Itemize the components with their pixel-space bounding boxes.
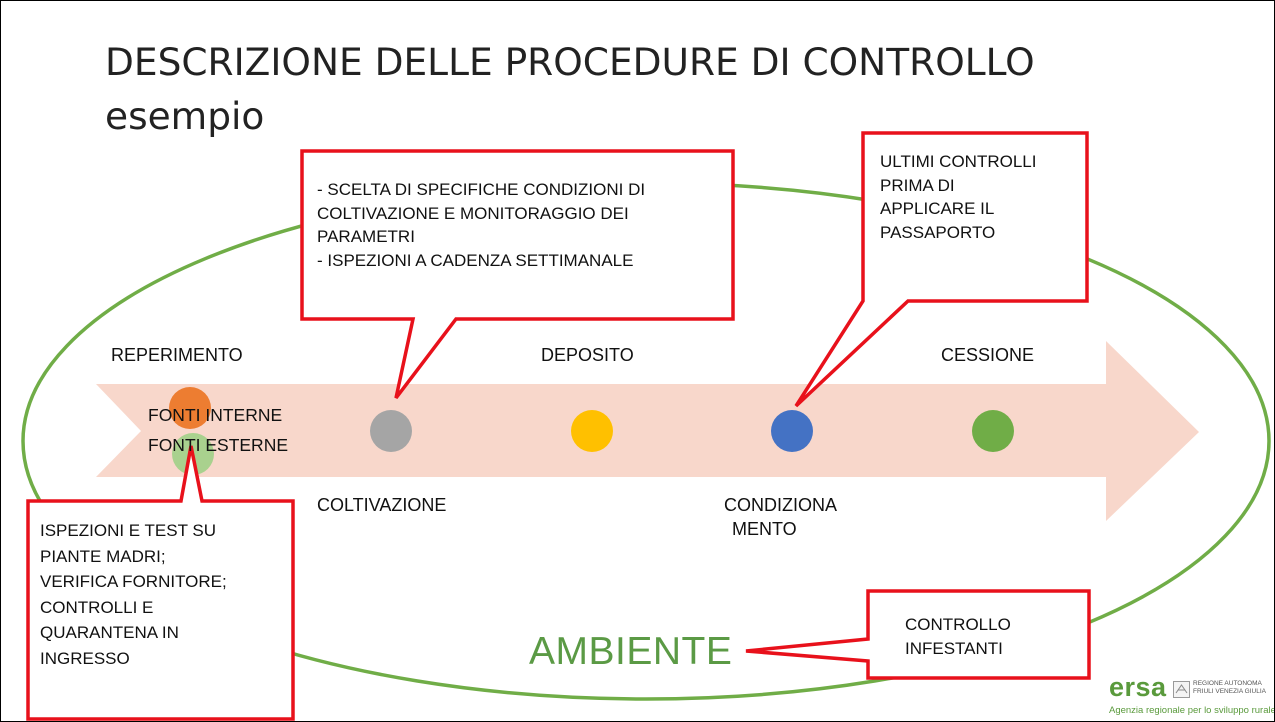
- title-line-1: DESCRIZIONE DELLE PROCEDURE DI CONTROLLO: [105, 40, 1035, 84]
- callout-weeds-box: [745, 589, 1091, 680]
- stage-label-reperimento: REPERIMENTO: [111, 345, 243, 365]
- label-internal-sources: FONTI INTERNE: [148, 405, 283, 425]
- callout-sourcing-line-5: QUARANTENA IN: [40, 623, 179, 642]
- label-external-sources: FONTI ESTERNE: [148, 435, 289, 455]
- logo-wordmark: ersa: [1109, 672, 1167, 702]
- stage-label-cessione: CESSIONE: [941, 345, 1035, 365]
- callout-cultivation-line-2: COLTIVAZIONE E MONITORAGGIO DEI: [317, 203, 629, 223]
- callout-weeds-line-2: INFESTANTI: [905, 638, 1003, 658]
- callout-sourcing-line-3: VERIFICA FORNITORE;: [40, 572, 227, 591]
- callout-sourcing-text: ISPEZIONI E TEST SU PIANTE MADRI; VERIFI…: [40, 518, 227, 671]
- region-emblem-icon: [1173, 681, 1190, 698]
- ersa-logo: ersa REGIONE AUTONOMA FRIULI VENEZIA GIU…: [1109, 672, 1274, 721]
- callout-weeds-text: CONTROLLO INFESTANTI: [905, 613, 1011, 660]
- dot-storage: [571, 410, 613, 452]
- callout-cultivation-line-3: PARAMETRI: [317, 227, 415, 246]
- callout-cultivation-line-4: - ISPEZIONI A CADENZA SETTIMANALE: [317, 250, 634, 270]
- stage-label-condizionamento-line-1: CONDIZIONA: [724, 495, 838, 515]
- dot-transfer: [972, 410, 1014, 452]
- callout-sourcing-line-6: INGRESSO: [40, 648, 130, 668]
- callout-final-checks-line-1: ULTIMI CONTROLLI: [880, 152, 1037, 171]
- callout-sourcing-line-1: ISPEZIONI E TEST SU: [40, 521, 217, 540]
- callout-final-checks-box: [794, 131, 1089, 408]
- stage-label-condizionamento-line-2: MENTO: [732, 519, 797, 539]
- callout-cultivation-text: - SCELTA DI SPECIFICHE CONDIZIONI DI COL…: [317, 178, 645, 272]
- logo-region-line-1: REGIONE AUTONOMA: [1193, 680, 1262, 687]
- callout-sourcing-box: [26, 445, 295, 721]
- title-line-2: esempio: [105, 94, 265, 138]
- stage-label-coltivazione: COLTIVAZIONE: [317, 495, 447, 515]
- process-arrow: [96, 341, 1199, 521]
- callout-final-checks-line-3: APPLICARE IL: [880, 199, 995, 218]
- environment-label: AMBIENTE: [529, 630, 733, 673]
- stage-label-condizionamento: CONDIZIONA MENTO: [724, 493, 837, 541]
- dot-internal-sources: [169, 387, 211, 429]
- callout-sourcing-line-4: CONTROLLI E: [40, 597, 154, 617]
- callout-cultivation-line-1: - SCELTA DI SPECIFICHE CONDIZIONI DI: [317, 180, 646, 199]
- logo-region-text: REGIONE AUTONOMA FRIULI VENEZIA GIULIA: [1193, 680, 1266, 696]
- dot-cultivation: [370, 410, 412, 452]
- dot-conditioning: [771, 410, 813, 452]
- callout-final-checks-line-4: PASSAPORTO: [880, 222, 996, 242]
- logo-tagline: Agenzia regionale per lo sviluppo rurale: [1109, 705, 1275, 716]
- callout-final-checks-line-2: PRIMA DI: [880, 175, 955, 195]
- logo-region-line-2: FRIULI VENEZIA GIULIA: [1193, 688, 1266, 695]
- callout-sourcing-line-2: PIANTE MADRI;: [40, 546, 166, 566]
- stage-label-deposito: DEPOSITO: [541, 345, 634, 365]
- callout-final-checks-text: ULTIMI CONTROLLI PRIMA DI APPLICARE IL P…: [880, 150, 1036, 244]
- page-title: DESCRIZIONE DELLE PROCEDURE DI CONTROLLO…: [105, 35, 1205, 143]
- callout-weeds-line-1: CONTROLLO: [905, 615, 1011, 634]
- callout-cultivation-box: [300, 149, 735, 400]
